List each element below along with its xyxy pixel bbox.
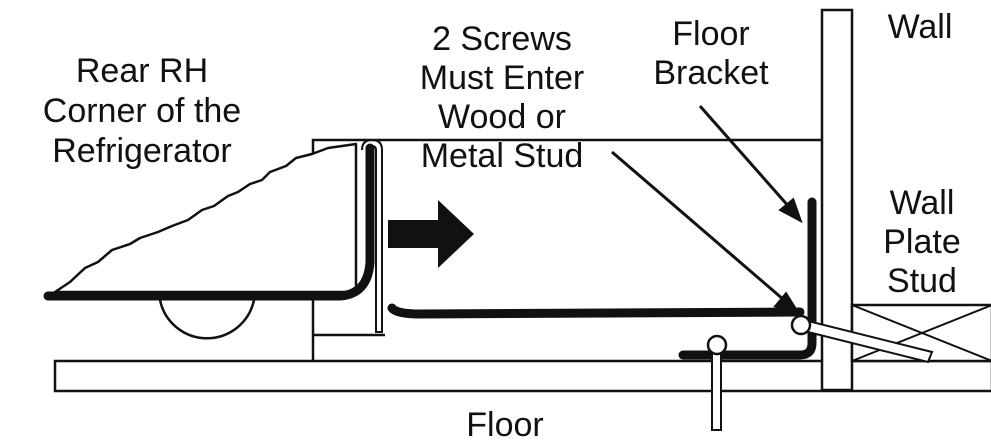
- label-wall-plate-stud-line-3: Stud: [887, 262, 957, 300]
- label-rear-corner-line-3: Refrigerator: [52, 132, 232, 170]
- label-screws-line-2: Must Enter: [420, 59, 584, 97]
- label-screws-line-1: 2 Screws: [432, 20, 572, 58]
- label-rear-corner-line-1: Rear RH: [76, 52, 208, 90]
- label-floor: Floor: [466, 406, 543, 443]
- refrigerator-base-rail: [43, 143, 375, 301]
- label-wall-plate-stud-line-1: Wall: [890, 184, 955, 222]
- leader-lines: [611, 105, 803, 313]
- label-wall: Wall: [888, 8, 953, 46]
- label-floor-bracket: Floor Bracket: [653, 15, 769, 92]
- label-screws-line-4: Metal Stud: [421, 137, 584, 175]
- label-rear-corner-line-2: Corner of the: [43, 92, 241, 130]
- label-wall-plate-stud: Wall Plate Stud: [883, 184, 961, 300]
- refrigerator-roller: [158, 299, 256, 340]
- label-floor-bracket-line-2: Bracket: [653, 54, 769, 92]
- label-screws: 2 Screws Must Enter Wood or Metal Stud: [420, 20, 584, 175]
- label-wall-plate-stud-line-2: Plate: [883, 223, 961, 261]
- direction-arrow: [388, 200, 474, 268]
- label-floor-bracket-line-1: Floor: [672, 15, 749, 53]
- rear-channel: [361, 138, 383, 333]
- label-screws-line-3: Wood or: [438, 98, 566, 136]
- refrigerator-body: [53, 142, 358, 294]
- refrigerator-leg: [387, 303, 805, 319]
- label-rear-corner: Rear RH Corner of the Refrigerator: [43, 52, 241, 170]
- wall-screw: [790, 314, 934, 364]
- floor-screw: [706, 334, 728, 431]
- floor-bracket: [678, 197, 817, 360]
